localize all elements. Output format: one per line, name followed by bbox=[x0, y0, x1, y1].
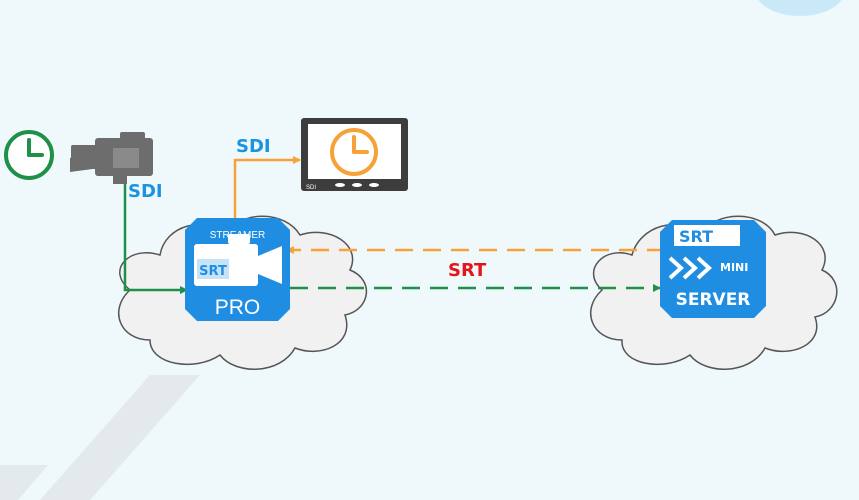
monitor-button bbox=[369, 183, 379, 187]
monitor-sdi-label: SDI bbox=[236, 136, 271, 157]
streamer-logo-bottom: PRO bbox=[215, 296, 261, 319]
server-logo-badge: SRT bbox=[679, 227, 713, 246]
monitor-clock-icon bbox=[330, 128, 378, 176]
streamer-pro-logo: STREAMER SRT PRO bbox=[185, 218, 290, 321]
logo-camera-icon bbox=[194, 234, 282, 286]
monitor-button bbox=[352, 183, 362, 187]
clock-icon bbox=[4, 130, 54, 180]
monitor-sdi-line bbox=[233, 156, 301, 218]
streamer-logo-badge: SRT bbox=[199, 264, 227, 279]
video-camera-icon bbox=[70, 132, 153, 184]
server-logo-bottom: SERVER bbox=[676, 290, 751, 310]
monitor-tiny-label: SDI bbox=[306, 185, 316, 191]
srt-link-label: SRT bbox=[448, 260, 487, 281]
connectors bbox=[123, 156, 665, 294]
server-logo-mini: MINI bbox=[720, 261, 748, 274]
watermark-stripe bbox=[40, 375, 200, 500]
monitor: SDI bbox=[301, 118, 408, 191]
camera-sdi-label: SDI bbox=[128, 181, 163, 202]
corner-blob bbox=[758, 0, 842, 16]
server-badge-box bbox=[674, 225, 740, 246]
chevrons-right-icon bbox=[668, 256, 712, 280]
camera-sdi-line bbox=[123, 180, 188, 294]
srt-server-logo: SRT MINI SERVER bbox=[660, 220, 766, 318]
monitor-button bbox=[335, 183, 345, 187]
watermark-stripe-small bbox=[0, 465, 48, 500]
